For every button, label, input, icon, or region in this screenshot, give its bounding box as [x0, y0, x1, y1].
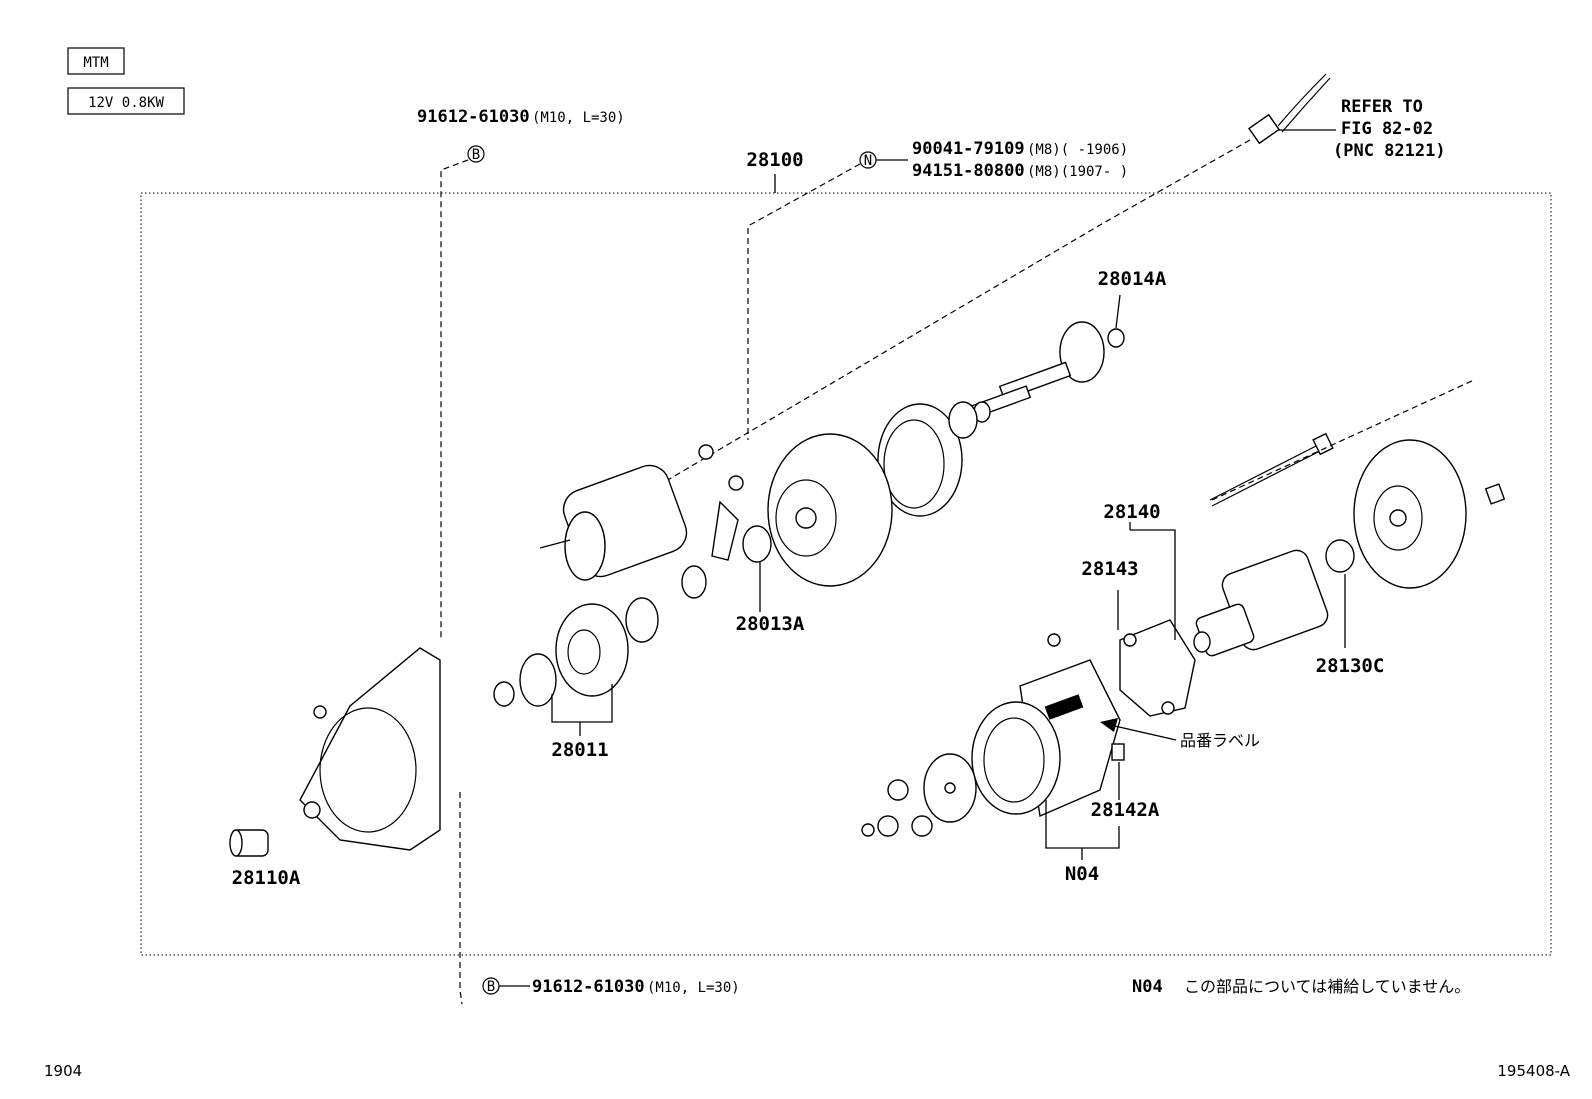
- arrow-icon: [1100, 718, 1118, 732]
- footnote-text: この部品については補給していません。: [1184, 977, 1470, 996]
- part-label-28140[interactable]: 28140: [1103, 501, 1160, 523]
- front-housing: [299, 647, 441, 851]
- part-label-28142A[interactable]: 28142A: [1091, 799, 1160, 821]
- footer-left-code: 1904: [44, 1062, 82, 1080]
- part-number-label-note: 品番ラベル: [1180, 731, 1260, 750]
- through-bolt: [1209, 379, 1475, 507]
- connector-icon: [1248, 113, 1280, 145]
- nut-spec-2: (M8)(1907- ): [1027, 164, 1128, 180]
- part-number-label-icon: [1044, 694, 1084, 720]
- solenoid: [539, 444, 744, 581]
- part-label-28013A[interactable]: 28013A: [736, 613, 805, 635]
- washer: [625, 597, 659, 643]
- refer-callout: REFER TO FIG 82-02 (PNC 82121): [599, 73, 1446, 521]
- bottom-bolt-symbol: B: [487, 979, 495, 995]
- part-label-28110A[interactable]: 28110A: [232, 867, 301, 889]
- refer-line-1: REFER TO: [1341, 97, 1423, 117]
- nut-part-number-1[interactable]: 90041-79109: [912, 139, 1025, 159]
- nut-spec-1: (M8)( -1906): [1027, 142, 1128, 158]
- part-label-28014A[interactable]: 28014A: [1098, 268, 1167, 290]
- field-yoke: [971, 633, 1125, 818]
- bottom-bolt-callout: B 91612-61030 (M10, L=30): [459, 792, 740, 1005]
- drive-housing: [767, 433, 893, 587]
- bottom-bolt-spec: (M10, L=30): [647, 980, 740, 996]
- nut-callout: N 90041-79109 (M8)( -1906) 94151-80800 (…: [747, 139, 1128, 440]
- footer-figure-id: 195408-A: [1497, 1062, 1570, 1080]
- planetary-gears: [861, 753, 977, 837]
- spec-box-mtm-text: MTM: [83, 55, 108, 71]
- part-label-28143[interactable]: 28143: [1081, 558, 1138, 580]
- bushing: [229, 829, 269, 857]
- spec-box-voltage: 12V 0.8KW: [67, 87, 185, 115]
- part-label-28100[interactable]: 28100: [746, 149, 803, 171]
- top-bolt-symbol: B: [472, 147, 480, 163]
- part-label-28130C[interactable]: 28130C: [1316, 655, 1385, 677]
- refer-line-3: (PNC 82121): [1333, 141, 1446, 161]
- spec-box-mtm: MTM: [67, 47, 125, 75]
- nut-symbol: N: [864, 153, 872, 169]
- top-bolt-spec: (M10, L=30): [532, 110, 625, 126]
- part-label-28011[interactable]: 28011: [551, 739, 608, 761]
- nut-part-number-2[interactable]: 94151-80800: [912, 161, 1025, 181]
- bottom-bolt-part-number[interactable]: 91612-61030: [532, 977, 645, 997]
- refer-line-2[interactable]: FIG 82-02: [1341, 119, 1433, 139]
- bolt-symbol-icon: [467, 145, 485, 163]
- assembly-boundary: [140, 192, 1552, 956]
- yoke-ring: [877, 401, 978, 517]
- brush-holder: [1119, 619, 1196, 717]
- washer-small: [681, 565, 707, 599]
- spec-box-voltage-text: 12V 0.8KW: [88, 95, 164, 111]
- armature: [1193, 539, 1355, 657]
- top-bolt-part-number[interactable]: 91612-61030: [417, 107, 530, 127]
- clutch-assembly: [493, 603, 629, 707]
- rear-cover: [1353, 439, 1506, 589]
- footnote-code: N04: [1132, 977, 1163, 997]
- drive-plate: [968, 321, 1125, 423]
- lever: [711, 500, 772, 563]
- part-label-N04[interactable]: N04: [1065, 863, 1099, 885]
- top-bolt-callout: 91612-61030 (M10, L=30) B: [417, 107, 625, 640]
